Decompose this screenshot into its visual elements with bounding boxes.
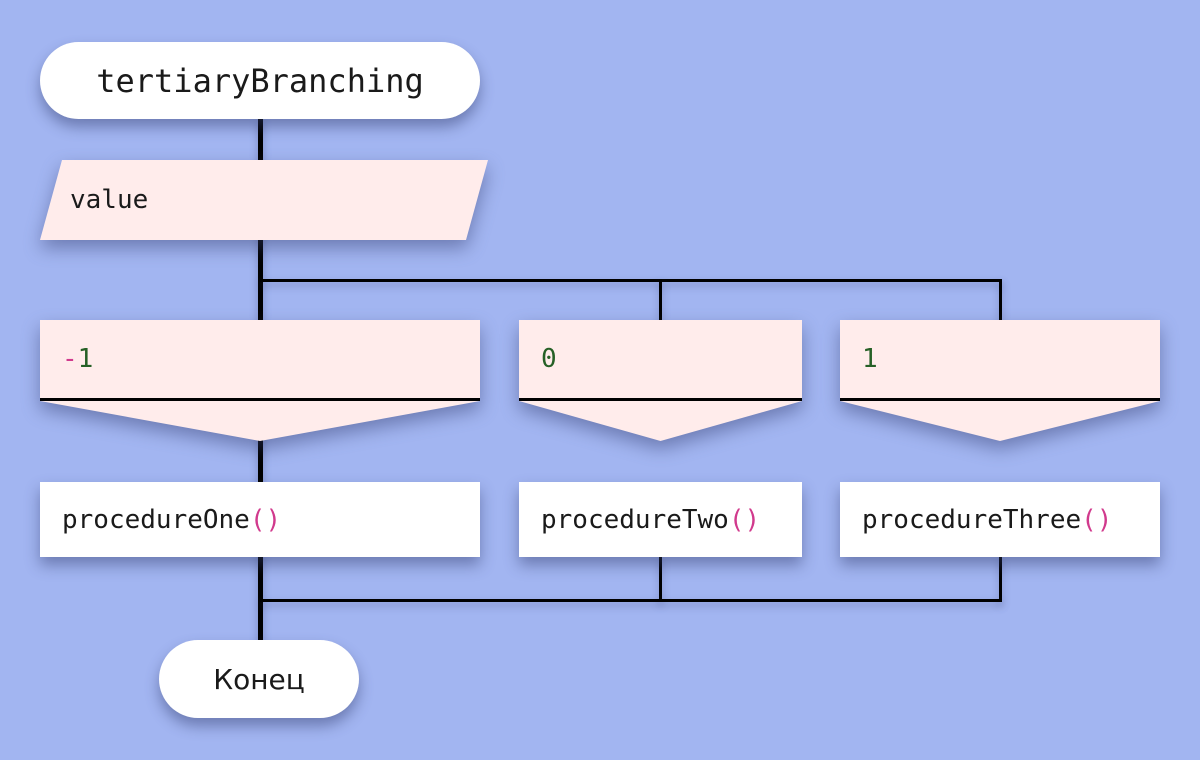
input-node-shape: value [40,160,488,240]
case-node-0[interactable]: 0 [519,320,802,441]
connector-case-1-drop [999,279,1002,323]
case-node-minus-1-underline [40,398,480,401]
case-node-minus-1[interactable]: -1 [40,320,480,441]
case-node-0-label: 0 [541,344,557,374]
process-node-procedure-one-label: procedureOne() [62,504,282,535]
connector-merge-bottom [260,599,1002,602]
connector-branch-top [260,279,1002,282]
case-node-1-body: 1 [840,320,1160,398]
case-node-1[interactable]: 1 [840,320,1160,441]
connector-proc-three-down [999,555,1002,602]
case-node-minus-1-pointer [40,401,480,441]
case-node-0-body: 0 [519,320,802,398]
process-node-procedure-one[interactable]: procedureOne() [40,482,480,557]
input-node-label: value [70,185,149,215]
case-node-minus-1-body: -1 [40,320,480,398]
start-node[interactable]: tertiaryBranching [40,42,480,119]
case-node-0-underline [519,398,802,401]
process-node-procedure-two-label: procedureTwo() [541,504,761,535]
case-node-0-pointer [519,401,802,441]
process-node-procedure-two[interactable]: procedureTwo() [519,482,802,557]
start-node-label: tertiaryBranching [96,61,424,100]
end-node[interactable]: Конец [159,640,359,718]
input-node[interactable]: value [40,160,488,240]
connector-proc-two-down [659,555,662,602]
connector-case-0-drop [659,279,662,323]
case-node-1-pointer [840,401,1160,441]
case-node-1-label: 1 [862,344,878,374]
process-node-procedure-three-label: procedureThree() [862,504,1113,535]
end-node-label: Конец [213,662,305,696]
case-node-1-underline [840,398,1160,401]
process-node-procedure-three[interactable]: procedureThree() [840,482,1160,557]
case-node-minus-1-label: -1 [62,344,94,374]
